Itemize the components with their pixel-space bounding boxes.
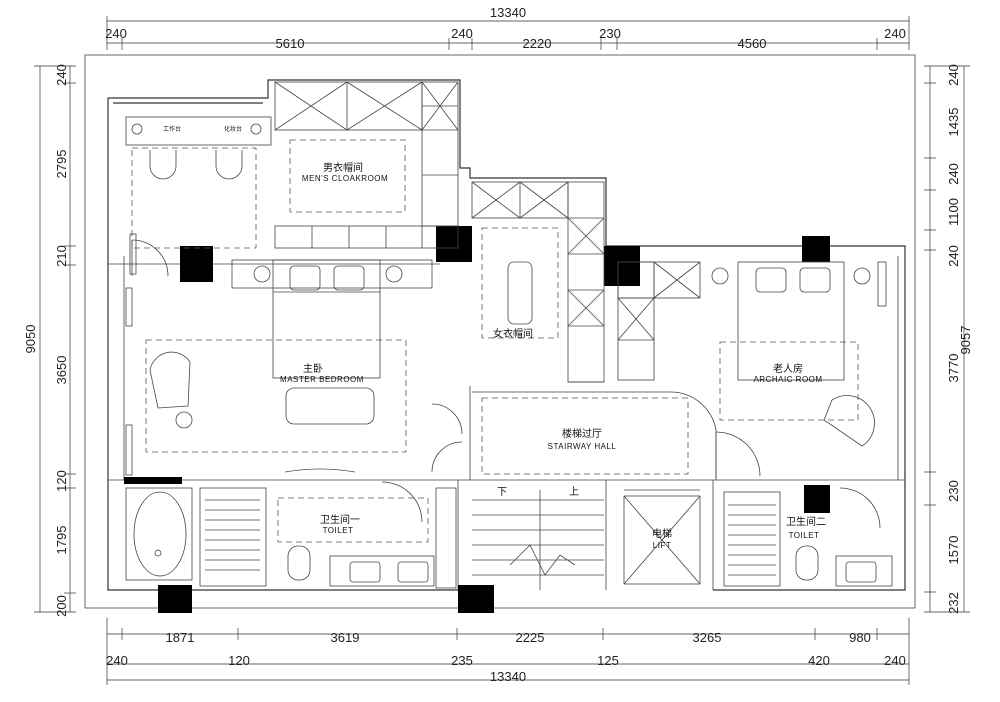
top-dim-2: 5610 (276, 36, 305, 51)
toilet-two-label-en: TOILET (789, 531, 820, 540)
lift-label-en: LIFT (653, 541, 671, 550)
mens-cloakroom: 男衣帽间 MEN'S CLOAKROOM (274, 81, 459, 249)
bottom-dim-8: 235 (451, 653, 473, 668)
left-dim-3: 210 (54, 245, 69, 267)
bottom-dim-9: 125 (597, 653, 619, 668)
top-dimension-chain: 13340 240 5610 240 2220 230 4560 240 (105, 5, 910, 51)
left-dim-2: 2795 (54, 150, 69, 179)
bottom-dim-5: 980 (849, 630, 871, 645)
lift: 电梯 LIFT (623, 489, 701, 585)
top-dim-7: 240 (884, 26, 906, 41)
worktable-label: 工作台 (163, 125, 181, 133)
bottom-total-dim: 13340 (490, 669, 526, 684)
door-swings (131, 239, 169, 277)
archaic-room-label: 老人房 (773, 362, 803, 375)
top-dim-4: 2220 (523, 36, 552, 51)
right-dim-4: 1100 (946, 198, 961, 226)
bottom-dim-6: 240 (106, 653, 128, 668)
bottom-dim-2: 3619 (331, 630, 360, 645)
left-total-dim: 9050 (23, 325, 38, 354)
stairway-hall: 楼梯过厅 STAIRWAY HALL (431, 391, 717, 480)
archaic-room-label-en: ARCHAIC ROOM (753, 375, 822, 384)
dresser-label: 化妆台 (224, 125, 242, 133)
stairway-hall-label: 楼梯过厅 (562, 427, 602, 440)
right-dim-9: 232 (946, 592, 961, 614)
top-total-dim: 13340 (490, 5, 526, 20)
womens-cloakroom-label: 女衣帽间 (493, 327, 533, 340)
bottom-dim-3: 2225 (516, 630, 545, 645)
right-dim-1: 240 (946, 64, 961, 86)
womens-cloakroom: 女衣帽间 (471, 181, 605, 383)
bottom-dimension-chain: 1871 3619 2225 3265 980 240 120 235 125 … (106, 618, 910, 685)
vanity-area: 工作台 化妆台 (125, 116, 272, 249)
master-bedroom: 主卧 MASTER BEDROOM (145, 259, 433, 473)
right-dim-7: 230 (946, 480, 961, 502)
radiators-left (125, 233, 137, 476)
top-dim-5: 230 (599, 26, 621, 41)
right-dim-2: 1435 (946, 108, 961, 137)
toilet-one-label-en: TOILET (323, 526, 354, 535)
right-total-dim: 9057 (958, 326, 973, 355)
left-dimension-chain: 9050 240 2795 210 3650 120 1795 200 (23, 64, 76, 617)
building-walls (107, 79, 906, 591)
toilet-one-label: 卫生间一 (320, 513, 360, 526)
outer-boundary (84, 54, 916, 609)
toilet-two: 卫生间二 TOILET (715, 431, 893, 587)
right-dim-6: 3770 (946, 354, 961, 383)
left-dim-7: 200 (54, 595, 69, 617)
bottom-dim-7: 120 (228, 653, 250, 668)
stairs-up-label: 上 (569, 486, 579, 498)
structural-columns (124, 226, 830, 613)
bottom-dim-4: 3265 (693, 630, 722, 645)
top-dim-3: 240 (451, 26, 473, 41)
bottom-dim-1: 1871 (166, 630, 195, 645)
left-dim-5: 120 (54, 470, 69, 492)
left-dim-6: 1795 (54, 526, 69, 555)
master-bedroom-label: 主卧 (303, 362, 323, 375)
bottom-dim-11: 240 (884, 653, 906, 668)
lift-label: 电梯 (652, 527, 672, 540)
stairs-down-label: 下 (497, 487, 507, 498)
bottom-dim-10: 420 (808, 653, 830, 668)
right-dim-5: 240 (946, 245, 961, 267)
left-dim-4: 3650 (54, 356, 69, 385)
archaic-room: 老人房 ARCHAIC ROOM (617, 261, 887, 447)
mens-cloakroom-label-en: MEN'S CLOAKROOM (302, 174, 388, 183)
mens-cloakroom-label: 男衣帽间 (323, 161, 363, 174)
right-dimension-chain: 9057 240 1435 240 1100 240 3770 230 1570… (924, 64, 973, 614)
stairway-hall-label-en: STAIRWAY HALL (548, 442, 617, 451)
toilet-two-label: 卫生间二 (786, 515, 826, 528)
right-dim-8: 1570 (946, 536, 961, 565)
left-dim-1: 240 (54, 64, 69, 86)
top-dim-1: 240 (105, 26, 127, 41)
toilet-one: 卫生间一 TOILET (125, 481, 457, 589)
top-dim-6: 4560 (738, 36, 767, 51)
stairs: 下 上 (472, 486, 604, 590)
master-bedroom-label-en: MASTER BEDROOM (280, 375, 364, 384)
right-dim-3: 240 (946, 163, 961, 185)
